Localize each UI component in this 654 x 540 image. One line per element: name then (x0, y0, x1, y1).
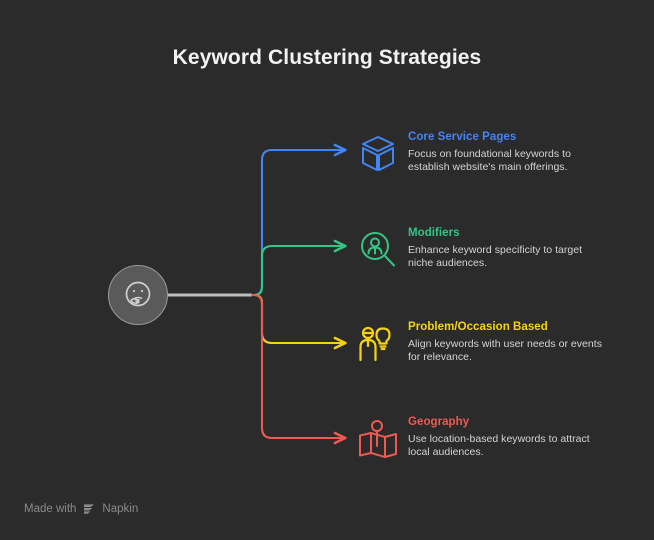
footer-brand: Napkin (102, 503, 139, 515)
branch-description: Focus on foundational keywords to establ… (408, 148, 571, 173)
connector-core-service-pages (250, 143, 347, 297)
footer-prefix: Made with (24, 503, 77, 515)
branch-heading: Geography (408, 416, 470, 428)
branch-problem-occasion-based[interactable]: Problem/Occasion Based Align keywords wi… (356, 320, 616, 380)
napkin-chevron-logo (82, 502, 96, 516)
page-title: Keyword Clustering Strategies (172, 46, 482, 69)
branch-heading: Problem/Occasion Based (408, 321, 548, 333)
magnifier-person-icon (356, 228, 400, 272)
connector-geography (250, 293, 347, 445)
branch-text: Problem/Occasion Based Align keywords wi… (408, 320, 608, 364)
branch-text: Core Service Pages Focus on foundational… (408, 130, 608, 174)
root-node-circle (108, 265, 168, 325)
branch-core-service-pages[interactable]: Core Service Pages Focus on foundational… (356, 130, 616, 190)
connector-modifiers (250, 239, 347, 297)
root-node[interactable] (108, 265, 168, 325)
branch-description: Align keywords with user needs or events… (408, 338, 602, 363)
map-pin-icon (356, 417, 400, 461)
connector-problem-occasion-based (250, 293, 347, 350)
branch-heading: Modifiers (408, 227, 460, 239)
person-lightbulb-icon (356, 322, 400, 366)
cube-icon (356, 132, 400, 176)
branch-modifiers[interactable]: Modifiers Enhance keyword specificity to… (356, 226, 616, 286)
branch-text: Modifiers Enhance keyword specificity to… (408, 226, 608, 270)
branch-geography[interactable]: Geography Use location-based keywords to… (356, 415, 616, 475)
thinking-face-icon (108, 265, 168, 325)
branch-text: Geography Use location-based keywords to… (408, 415, 608, 459)
branch-description: Enhance keyword specificity to target ni… (408, 244, 583, 269)
branch-heading: Core Service Pages (408, 131, 517, 143)
footer-branding[interactable]: Made with Napkin (24, 502, 138, 516)
branch-description: Use location-based keywords to attract l… (408, 433, 590, 458)
